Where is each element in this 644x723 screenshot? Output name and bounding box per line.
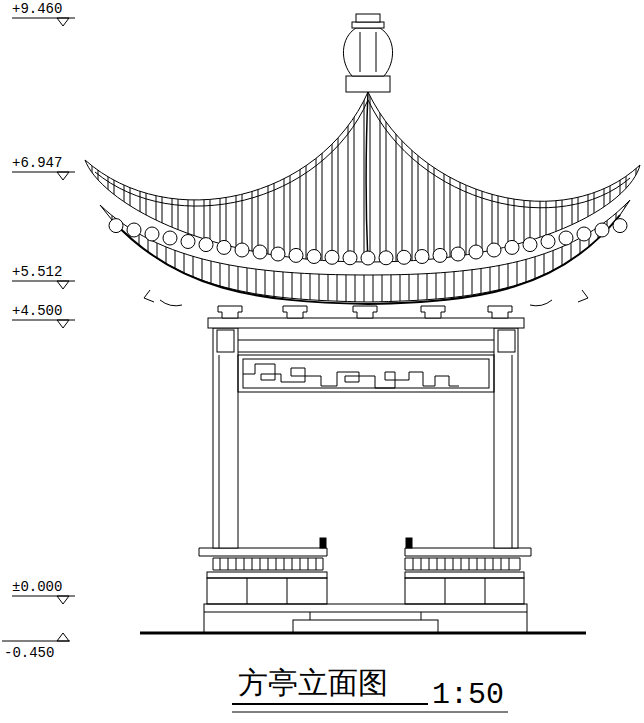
level-mark: -0.450 (4, 646, 54, 660)
scale-note: 1:50 (432, 680, 504, 710)
level-mark: +6.947 (12, 156, 62, 170)
fretwork (238, 355, 494, 392)
level-mark: +4.500 (12, 304, 62, 318)
platform (204, 578, 527, 633)
drawing-title: 方亭立面图 (238, 668, 388, 698)
finial (343, 14, 392, 92)
level-mark: +5.512 (12, 265, 62, 279)
railing (199, 538, 531, 578)
level-mark: +9.460 (12, 2, 62, 16)
roof (85, 92, 640, 318)
level-mark: ±0.000 (12, 580, 62, 594)
level-markers (2, 18, 75, 641)
columns (208, 318, 524, 548)
